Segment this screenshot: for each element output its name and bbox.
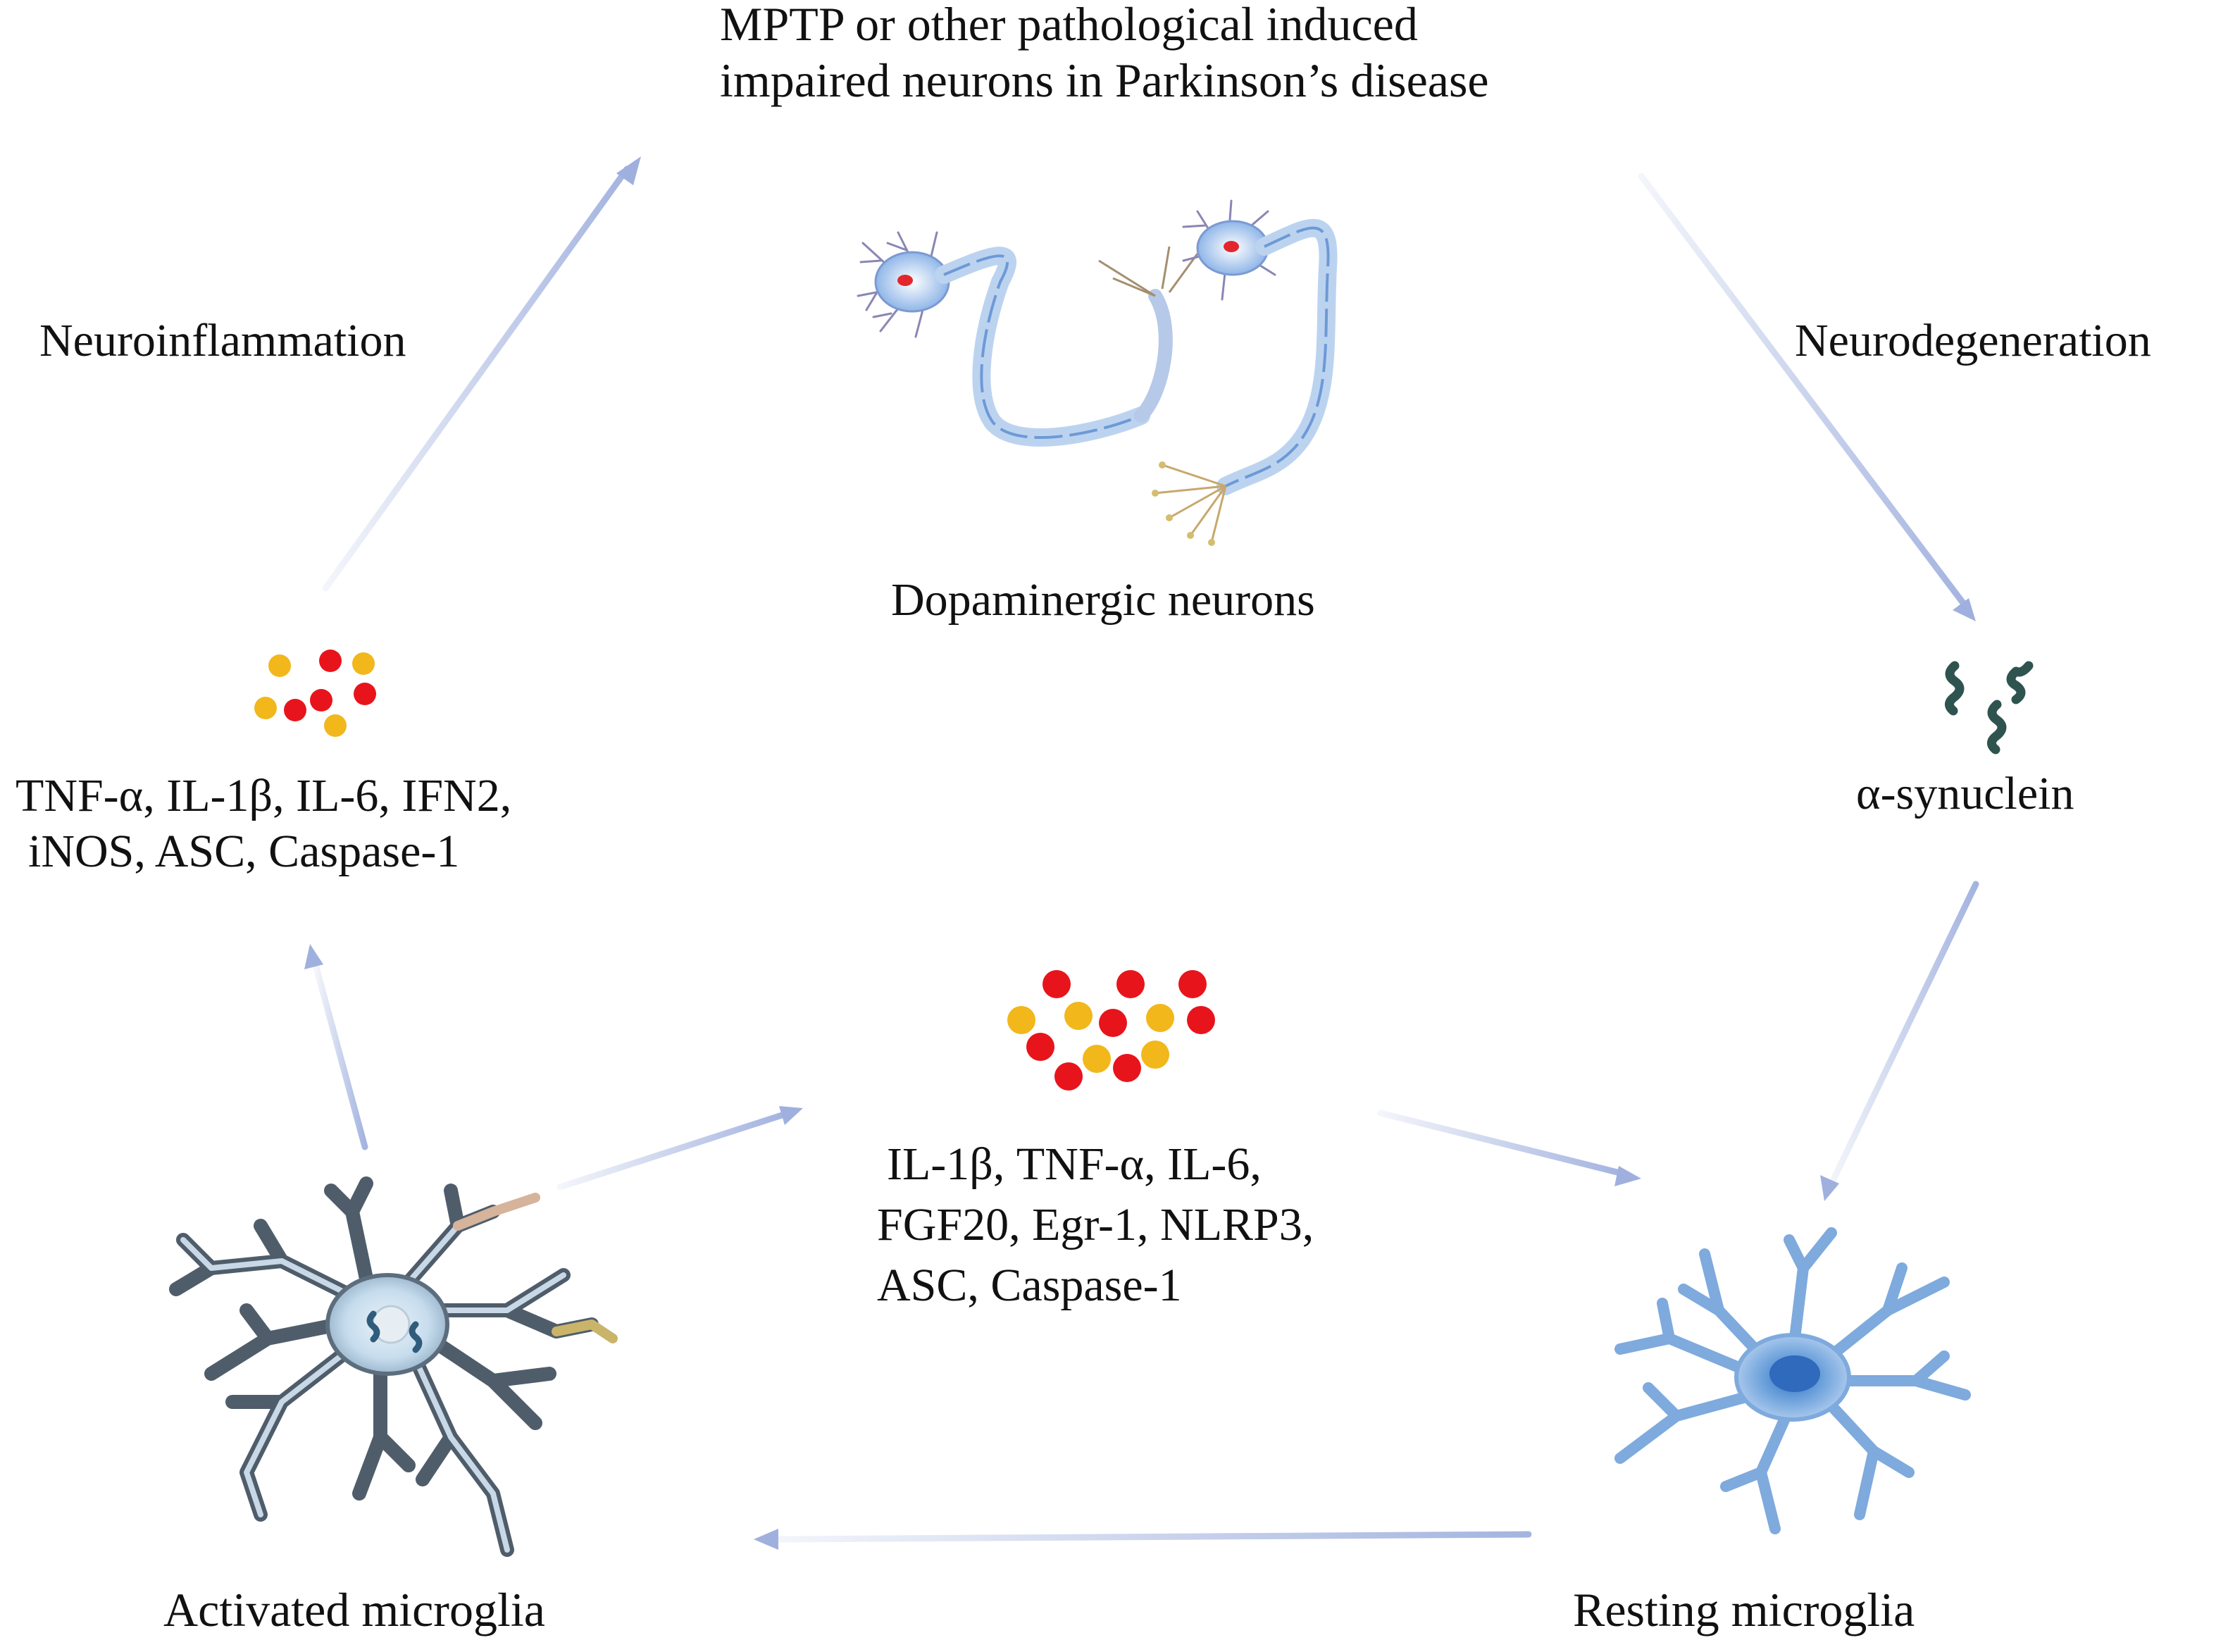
cytokine-dots-left — [254, 650, 376, 737]
arrow-activated-to-left-factors — [304, 944, 368, 1150]
neurodegeneration-label: Neurodegeneration — [1795, 315, 2151, 366]
arrow-synuclein-to-resting — [1820, 881, 1979, 1201]
arrow-activated-to-cytokines-center — [556, 1106, 803, 1191]
cytokine-dots-center — [1007, 970, 1215, 1091]
arrow-neurons-to-synuclein — [1638, 173, 1976, 621]
alpha-synuclein-icon — [1945, 661, 2034, 754]
left-factors-text: TNF-α, IL-1β, IL-6, IFN2, iNOS, ASC, Cas… — [15, 768, 511, 879]
left-factors-line-1: TNF-α, IL-1β, IL-6, IFN2, — [15, 770, 512, 821]
arrow-resting-to-activated — [754, 1529, 1532, 1550]
arrow-microglia-to-cytokines-left — [322, 156, 641, 592]
arrow-cytokines-to-resting — [1377, 1110, 1641, 1186]
neuroinflammation-label: Neuroinflammation — [39, 315, 406, 366]
top-title-line-2: impaired neurons in Parkinson’s disease — [720, 54, 1489, 108]
alpha-synuclein-label: α-synuclein — [1856, 768, 2074, 819]
center-factors-line-1: IL-1β, TNF-α, IL-6, — [887, 1138, 1262, 1190]
resting-microglia-label: Resting microglia — [1573, 1583, 1915, 1637]
center-factors-line-2: FGF20, Egr-1, NLRP3, — [877, 1198, 1314, 1250]
left-factors-line-2: iNOS, ASC, Caspase-1 — [28, 826, 460, 878]
dopaminergic-neurons-illustration — [857, 199, 1338, 546]
activated-microglia-illustration — [169, 1176, 618, 1557]
resting-microglia-illustration — [1614, 1227, 1971, 1534]
center-factors-text: IL-1β, TNF-α, IL-6, FGF20, Egr-1, NLRP3,… — [877, 1134, 1314, 1315]
activated-microglia-label: Activated microglia — [163, 1583, 545, 1637]
top-title: MPTP or other pathological induced impai… — [720, 0, 1489, 108]
dopaminergic-neurons-label: Dopaminergic neurons — [891, 574, 1315, 626]
top-title-line-1: MPTP or other pathological induced — [720, 0, 1418, 51]
center-factors-line-3: ASC, Caspase-1 — [877, 1259, 1182, 1311]
